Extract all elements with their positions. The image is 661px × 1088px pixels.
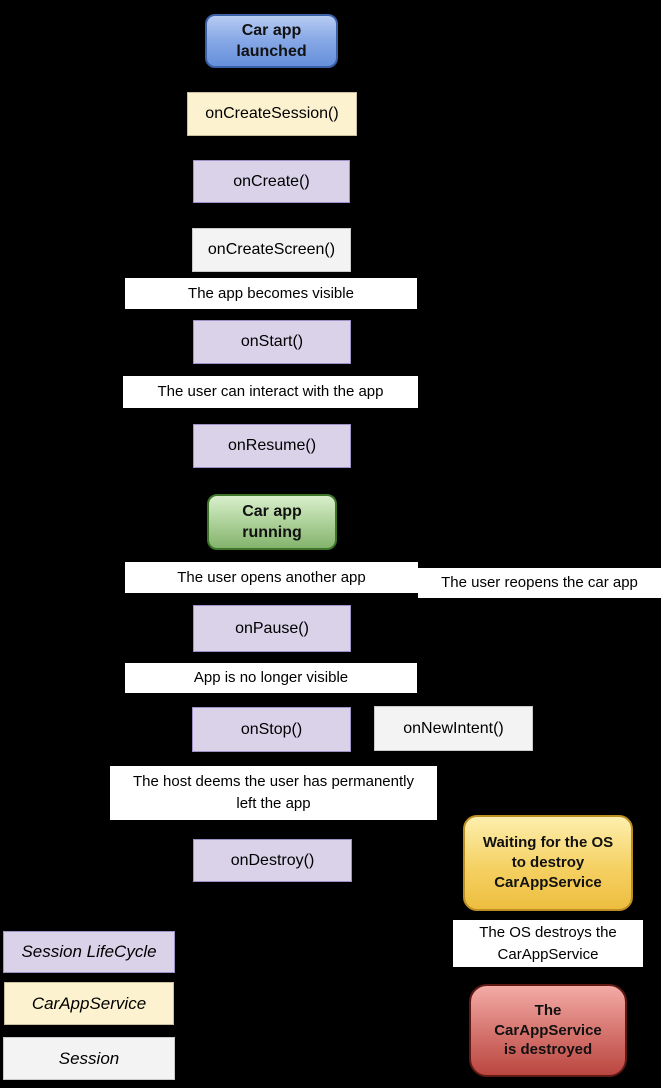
note-app-no-longer-visible: App is no longer visible — [125, 663, 417, 693]
node-car-app-launched: Car app launched — [205, 14, 338, 68]
legend-session: Session — [3, 1037, 175, 1080]
node-on-stop: onStop() — [192, 707, 351, 752]
note-os-destroys-service: The OS destroys the CarAppService — [453, 920, 643, 967]
note-user-can-interact: The user can interact with the app — [123, 376, 418, 408]
node-on-destroy: onDestroy() — [193, 839, 352, 882]
node-on-start: onStart() — [193, 320, 351, 364]
node-on-create-screen: onCreateScreen() — [192, 228, 351, 272]
note-host-deems-user-left: The host deems the user has permanently … — [110, 766, 437, 820]
node-on-resume: onResume() — [193, 424, 351, 468]
note-user-opens-another-app: The user opens another app — [125, 562, 418, 593]
node-on-new-intent: onNewIntent() — [374, 706, 533, 751]
legend-car-app-service: CarAppService — [4, 982, 174, 1025]
node-on-create-session: onCreateSession() — [187, 92, 357, 136]
note-user-reopens-car-app: The user reopens the car app — [418, 568, 661, 598]
note-app-becomes-visible: The app becomes visible — [125, 278, 417, 309]
node-on-create: onCreate() — [193, 160, 350, 203]
node-car-app-running: Car app running — [207, 494, 337, 550]
legend-session-lifecycle: Session LifeCycle — [3, 931, 175, 973]
node-on-pause: onPause() — [193, 605, 351, 652]
node-waiting-os-destroy: Waiting for the OS to destroy CarAppServ… — [463, 815, 633, 911]
node-car-app-service-destroyed: The CarAppService is destroyed — [469, 984, 627, 1077]
